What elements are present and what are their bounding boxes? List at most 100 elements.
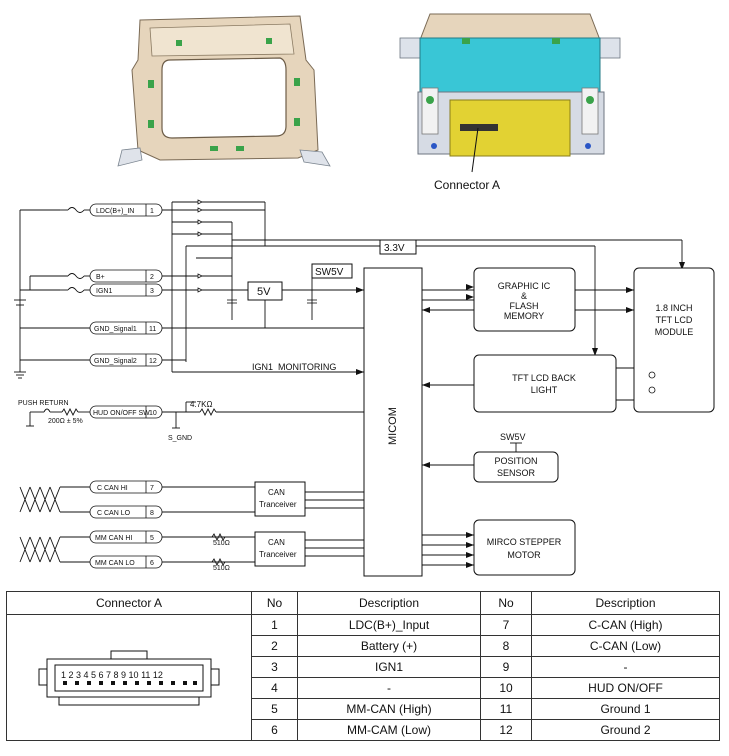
pin-label: MM CAN LO <box>95 560 135 567</box>
pin-number: 7 <box>150 485 154 492</box>
pin-1: LDC(B+)_IN 1 <box>89 203 163 217</box>
cell-no: 9 <box>480 656 532 678</box>
cell-no: 3 <box>251 656 298 678</box>
cell-no: 5 <box>251 698 298 720</box>
pin-label: C CAN LO <box>97 510 131 517</box>
cell-no: 6 <box>251 719 298 741</box>
connector-pin-numbers: 1 2 3 4 5 6 7 8 9 10 11 12 <box>61 670 163 680</box>
resistor-tolerance-label: 200Ω ± 5% <box>48 418 83 425</box>
cell-no: 2 <box>251 635 298 657</box>
cell-description: HUD ON/OFF <box>531 677 720 699</box>
stepper-box <box>473 519 576 576</box>
cell-description: C-CAN (Low) <box>531 635 720 657</box>
pin-8: C CAN LO 8 <box>89 505 163 519</box>
s-gnd-label: S_GND <box>168 435 192 442</box>
pin-label: GND_Signal2 <box>94 358 137 365</box>
pin-7: C CAN HI 7 <box>89 480 163 494</box>
cell-no: 7 <box>480 614 532 636</box>
backlight-line2: LIGHT <box>531 385 558 395</box>
backlight-box <box>473 354 617 413</box>
table-row: 2 Battery (+) 8 C-CAN (Low) <box>7 635 720 657</box>
table-row: 3 IGN1 9 - <box>7 656 720 678</box>
header-description-2: Description <box>531 591 720 615</box>
cell-no: 4 <box>251 677 298 699</box>
pin-number: 11 <box>149 326 156 333</box>
can-transceiver-2-line1: CAN <box>268 538 285 547</box>
tft-module-line2: TFT LCD <box>656 315 693 325</box>
sw5v-label: SW5V <box>315 267 344 278</box>
pin-number: 6 <box>150 560 154 567</box>
connector-a-icon: 1 2 3 4 5 6 7 8 9 10 11 12 <box>38 650 220 705</box>
header-connector-a: Connector A <box>6 591 252 615</box>
arrows <box>356 262 685 568</box>
reg-5v-label: 5V <box>257 286 271 298</box>
cell-description: Ground 2 <box>531 719 720 741</box>
can-transceiver-2-line2: Tranceiver <box>259 550 297 559</box>
pin-3: IGN1 3 <box>89 283 163 297</box>
pin-12: GND_Signal2 12 <box>89 353 163 367</box>
rail-33v-label: 3.3V <box>384 243 405 254</box>
cell-no: 1 <box>251 614 298 636</box>
term-r2-label: 510Ω <box>213 565 230 572</box>
pin-10: HUD ON/OFF SW 10 <box>89 405 163 419</box>
graphic-ic-line1: GRAPHIC IC <box>498 281 551 291</box>
can-transceiver-1-box <box>254 481 306 517</box>
sw5v-position-label: SW5V <box>500 432 526 442</box>
header-no-1: No <box>251 591 298 615</box>
tft-module-line3: MODULE <box>655 327 694 337</box>
cell-description: IGN1 <box>297 656 481 678</box>
pin-5: MM CAN HI 5 <box>89 530 163 544</box>
pin-label: B+ <box>96 274 105 281</box>
pin-6: MM CAN LO 6 <box>89 555 163 569</box>
hud-housing-photo <box>117 15 331 167</box>
graphic-ic-line2: & <box>521 291 527 301</box>
push-return-label: PUSH RETURN <box>18 400 69 407</box>
pin-label: GND_Signal1 <box>94 326 137 333</box>
table-row: 5 MM-CAN (High) 11 Ground 1 <box>7 698 720 720</box>
position-sensor-line2: SENSOR <box>497 468 536 478</box>
micom-box <box>363 267 423 577</box>
cell-description: C-CAN (High) <box>531 614 720 636</box>
rail-33v-box <box>379 239 417 255</box>
connector-a-caption: Connector A <box>434 178 500 192</box>
pin-label: LDC(B+)_IN <box>96 208 134 215</box>
graphic-ic-line4: MEMORY <box>504 311 544 321</box>
graphic-ic-line3: FLASH <box>509 301 538 311</box>
header-description-1: Description <box>297 591 481 615</box>
pin-number: 2 <box>150 274 154 281</box>
hud-module-photo <box>399 13 621 173</box>
position-sensor-line1: POSITION <box>494 456 537 466</box>
sw5v-box <box>311 263 353 279</box>
can-transceiver-2-box <box>254 531 306 567</box>
table-row: 4 - 10 HUD ON/OFF <box>7 677 720 699</box>
pin-number: 1 <box>150 208 154 215</box>
cell-no: 10 <box>480 677 532 699</box>
pin-label: HUD ON/OFF SW <box>93 410 150 417</box>
header-no-2: No <box>480 591 532 615</box>
small-components <box>197 199 656 394</box>
pullup-label: 4.7KΩ <box>190 400 212 409</box>
can-transceiver-1-line1: CAN <box>268 488 285 497</box>
tft-module-box <box>633 267 715 413</box>
ign1-monitoring-label: IGN1_MONITORING <box>252 362 336 372</box>
pin-label: C CAN HI <box>97 485 128 492</box>
pin-number: 5 <box>150 535 154 542</box>
pin-2: B+ 2 <box>89 269 163 283</box>
pin-number: 12 <box>149 358 157 365</box>
pin-label: MM CAN HI <box>95 535 132 542</box>
connector-drawing: 1 2 3 4 5 6 7 8 9 10 11 12 <box>6 614 252 741</box>
cell-no: 12 <box>480 719 532 741</box>
pin-label: IGN1 <box>96 288 112 295</box>
cell-description: Ground 1 <box>531 698 720 720</box>
pin-11: GND_Signal1 11 <box>89 321 163 335</box>
stepper-line1: MIRCO STEPPER <box>487 537 562 547</box>
cell-no: 8 <box>480 635 532 657</box>
graphic-ic-box <box>473 267 576 332</box>
pin-number: 8 <box>150 510 154 517</box>
term-r1-label: 510Ω <box>213 540 230 547</box>
cell-description: MM-CAM (Low) <box>297 719 481 741</box>
table-row: 1 2 3 4 5 6 7 8 9 10 11 12 1 LDC(B+)_Inp… <box>6 614 720 741</box>
reg-5v-box <box>247 281 283 301</box>
tft-module-line1: 1.8 INCH <box>655 303 692 313</box>
